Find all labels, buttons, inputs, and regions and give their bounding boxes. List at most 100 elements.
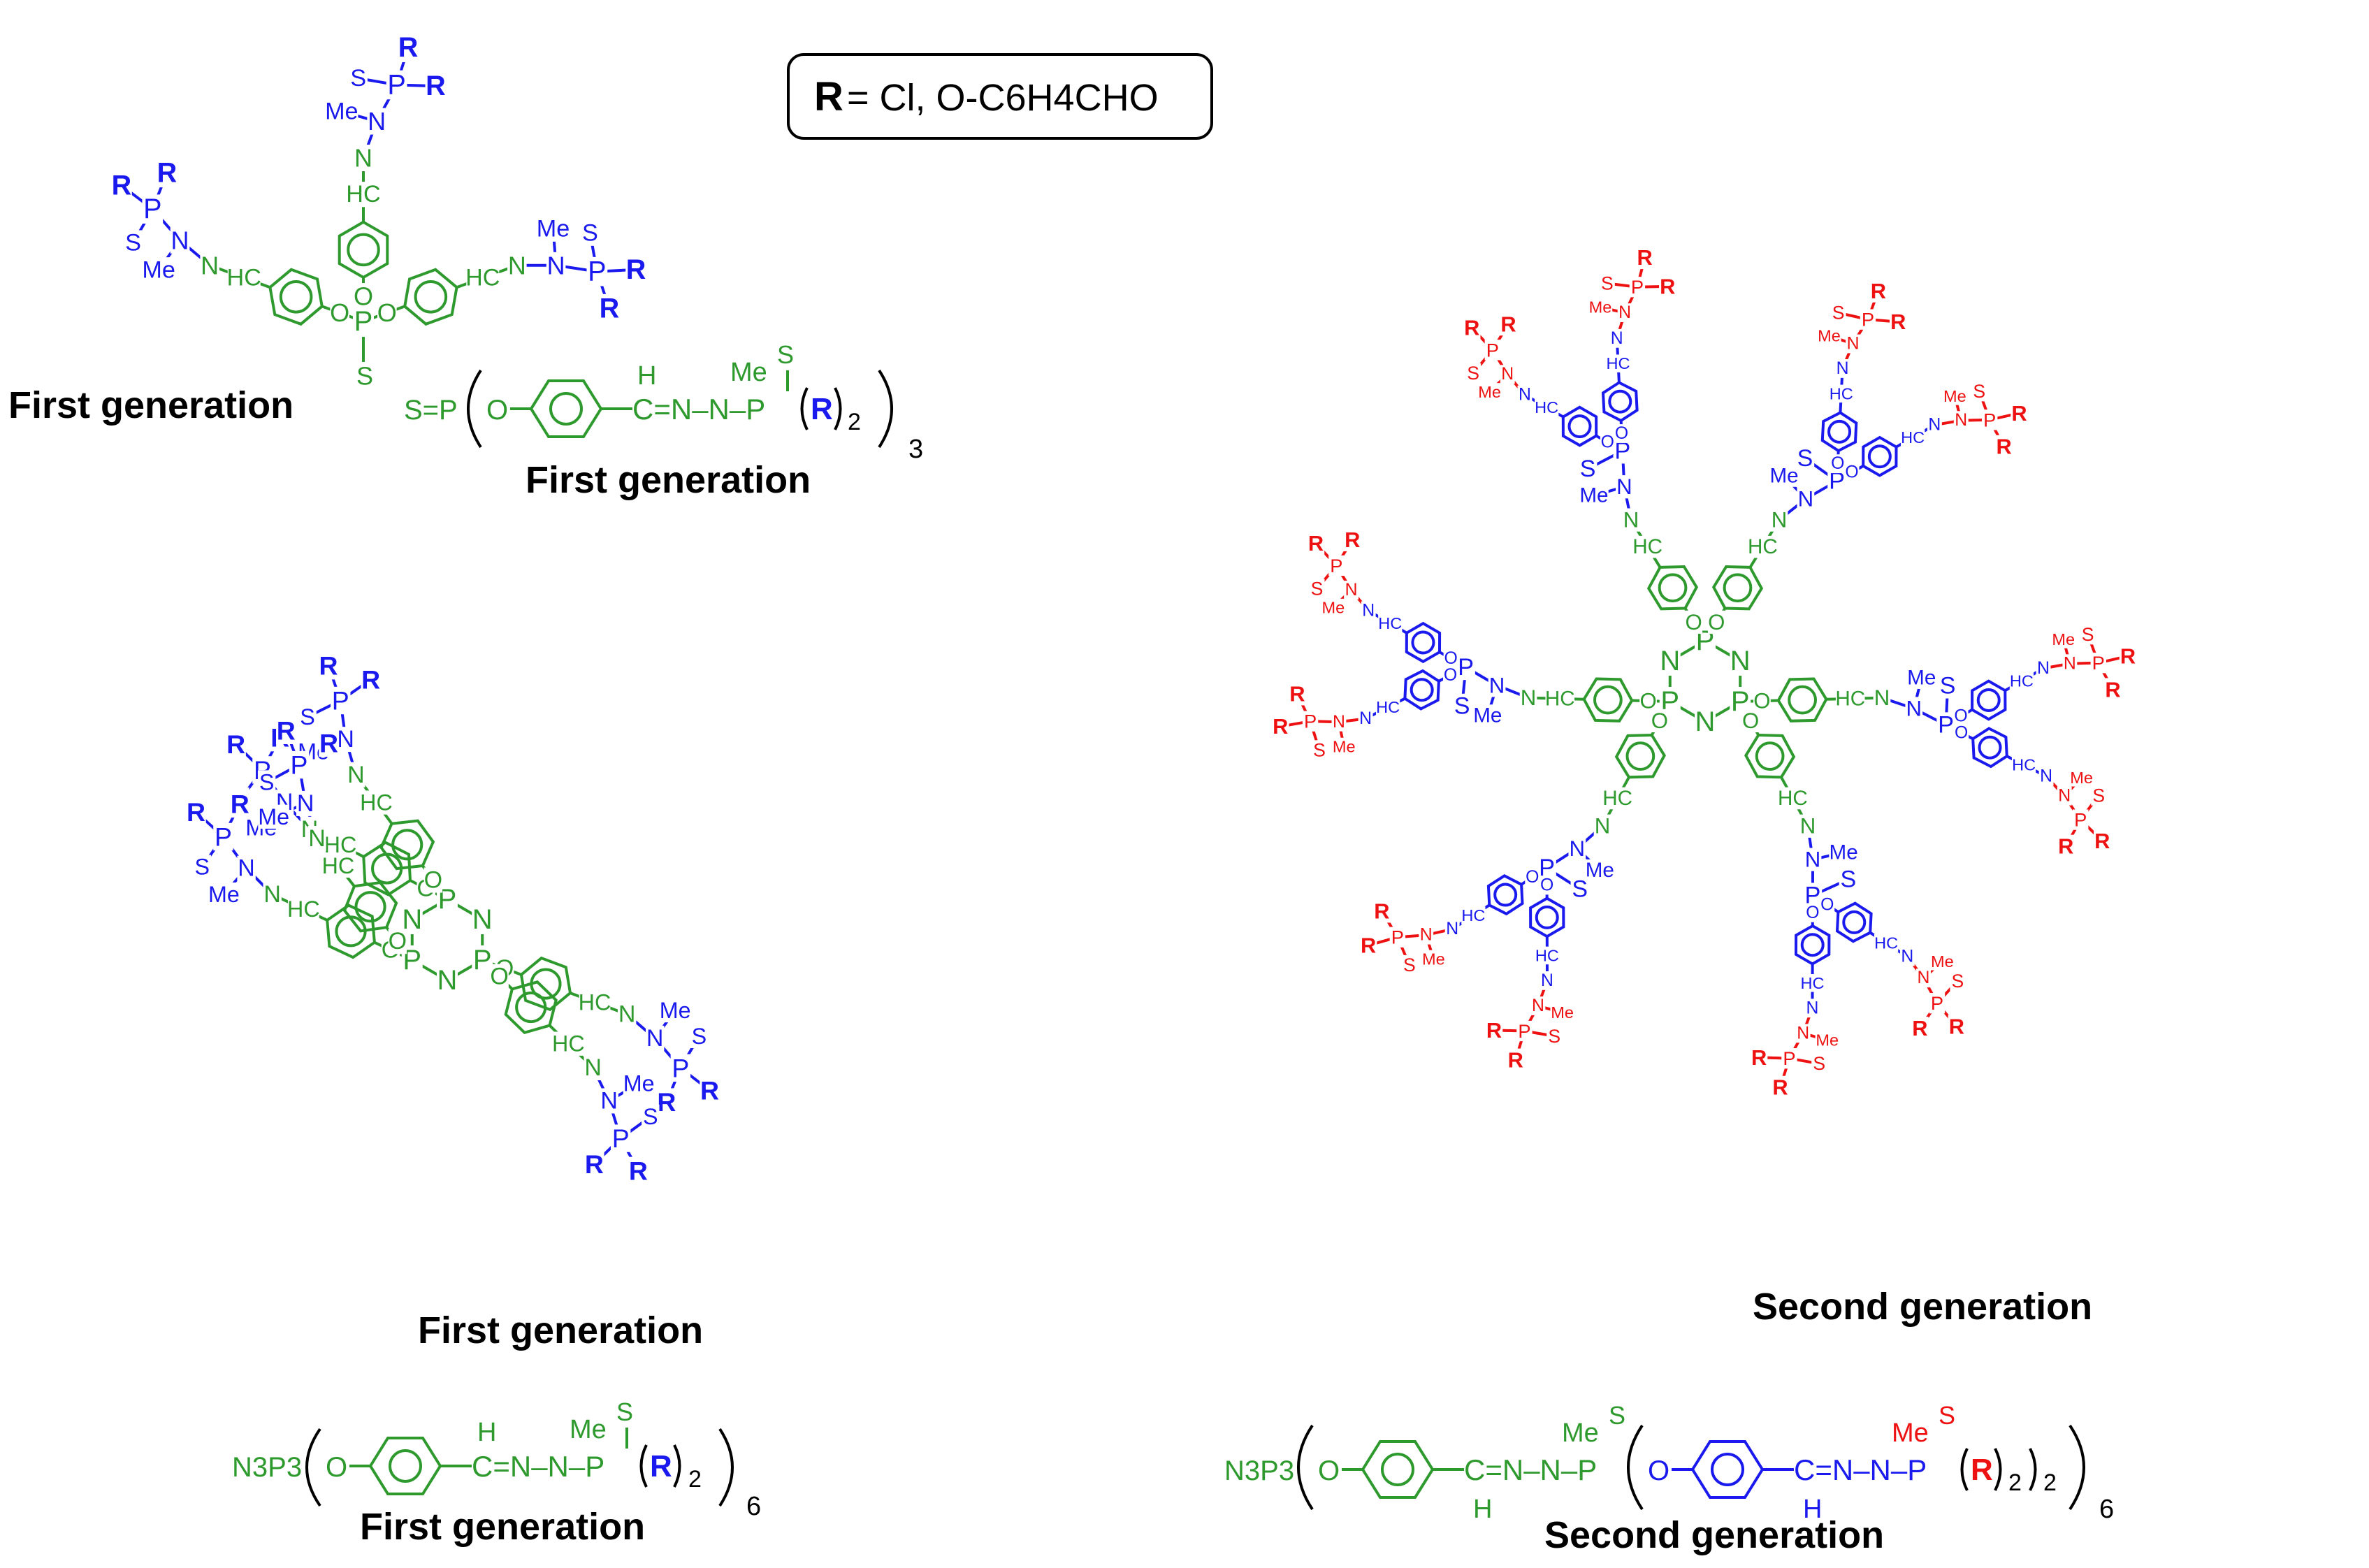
atom-label-background <box>1609 328 1625 348</box>
benzene-ring <box>362 841 412 896</box>
atom-label-background <box>289 750 310 779</box>
atom-label-r: R <box>398 32 419 63</box>
atom-label-r: R <box>157 157 178 188</box>
atom-label-s: S <box>356 362 373 391</box>
benzene-ring <box>342 880 398 933</box>
atom-label-background <box>2051 630 2075 648</box>
atom-label-p: P <box>332 686 349 716</box>
atom-label-background <box>1328 555 1345 576</box>
atom-label-background <box>1750 1045 1768 1069</box>
atom-label-background <box>625 255 646 284</box>
atom-label-r: R <box>1751 1045 1767 1070</box>
atom-label-background <box>1839 866 1858 892</box>
atom-label-background <box>1981 409 1998 430</box>
atom-label-r: R <box>626 254 646 285</box>
atom-label-me: Me <box>537 216 570 242</box>
atom-label-background <box>1540 971 1555 990</box>
atom-label-background <box>1307 532 1325 555</box>
atom-label-s: S <box>350 65 366 92</box>
atom-label-hc: HC <box>1901 428 1925 447</box>
atom-label-n: N <box>238 855 255 882</box>
atom-label-n: N <box>1521 685 1537 710</box>
atom-label-background <box>347 762 365 787</box>
atom-label-p: P <box>612 1124 630 1153</box>
atom-label-background <box>361 665 381 694</box>
atom-label-n: N <box>1798 487 1814 511</box>
atom-label-n: N <box>1623 508 1639 532</box>
benzene-ring <box>1486 873 1524 916</box>
atom-label-background <box>546 252 566 279</box>
atom-label-r: R <box>1486 1018 1502 1043</box>
atom-label-background <box>1488 674 1506 697</box>
atom-label-hc: HC <box>1778 787 1808 810</box>
atom-label-n: N <box>584 1054 602 1081</box>
atom-label-n: N <box>1805 848 1821 872</box>
atom-label-background <box>1344 528 1361 551</box>
benzene-aromatic-circle <box>391 829 423 861</box>
atom-label-n: N <box>1420 926 1433 945</box>
atom-label-background <box>1889 310 1907 333</box>
atom-label-n: N <box>1446 920 1458 938</box>
atom-label-p: P <box>215 822 232 851</box>
formula3-oxygen-1: O <box>1318 1456 1340 1486</box>
atom-label-p: P <box>291 750 308 780</box>
atom-label-p: P <box>1614 437 1630 464</box>
benzene-ring <box>1794 924 1831 966</box>
atom-label-background <box>1302 711 1319 732</box>
atom-label-background <box>1811 1053 1827 1074</box>
atom-label-background <box>388 929 407 954</box>
atom-label-n: N <box>472 904 493 935</box>
atom-label-n: N <box>2037 659 2050 678</box>
atom-label-background <box>1568 836 1586 860</box>
atom-label-background <box>1929 993 1946 1014</box>
atom-label-background <box>208 882 240 907</box>
formula3-s-2: S <box>1939 1401 1955 1430</box>
atom-label-s: S <box>1572 876 1588 902</box>
atom-label-background <box>347 182 380 208</box>
atom-label-r: R <box>361 665 380 695</box>
atom-label-background <box>1901 428 1925 447</box>
atom-label-background <box>599 293 620 324</box>
atom-label-r: R <box>2105 677 2120 702</box>
atom-label-o: O <box>1708 610 1725 634</box>
atom-label-background <box>398 33 419 62</box>
atom-label-background <box>1617 303 1632 322</box>
atom-label-me: Me <box>1818 327 1841 345</box>
atom-label-r: R <box>187 797 205 827</box>
formula3-sub2b: 2 <box>2043 1469 2057 1496</box>
benzene-aromatic-circle <box>279 280 313 314</box>
atom-label-background <box>1936 712 1955 738</box>
atom-label-r: R <box>319 651 338 681</box>
benzene-ring <box>1776 677 1828 723</box>
atom-label-background <box>2036 659 2051 678</box>
atom-label-hc: HC <box>322 853 355 878</box>
benzene-ring <box>1862 435 1898 477</box>
atom-label-n: N <box>1611 329 1623 348</box>
atom-label-n: N <box>1918 968 1930 987</box>
atom-label-background <box>1950 971 1966 992</box>
atom-label-hc: HC <box>324 832 357 857</box>
atom-label-background <box>1906 667 1936 689</box>
atom-label-p: P <box>1983 409 1996 430</box>
atom-label-background <box>1485 1018 1503 1042</box>
atom-label-n: N <box>2058 787 2071 806</box>
formula1-r: R <box>811 392 833 426</box>
atom-label-background <box>1535 398 1559 416</box>
atom-label-background <box>1636 246 1653 270</box>
atom-label-background <box>700 1076 720 1105</box>
atom-label-hc: HC <box>1830 384 1853 402</box>
atom-label-me: Me <box>325 99 358 125</box>
benzene-ring <box>1744 733 1796 779</box>
atom-label-background <box>1593 814 1611 838</box>
atom-label-background <box>1829 841 1858 864</box>
atom-label-background <box>659 998 691 1023</box>
atom-label-n: N <box>508 251 526 280</box>
atom-label-me: Me <box>1478 383 1501 401</box>
atom-label-background <box>490 964 509 989</box>
atom-label-background <box>349 65 368 92</box>
atom-label-r: R <box>1361 933 1376 957</box>
atom-label-n: N <box>1695 706 1716 737</box>
atom-label-background <box>1477 383 1502 401</box>
atom-label-r: R <box>1374 899 1389 924</box>
atom-label-background <box>142 194 164 224</box>
